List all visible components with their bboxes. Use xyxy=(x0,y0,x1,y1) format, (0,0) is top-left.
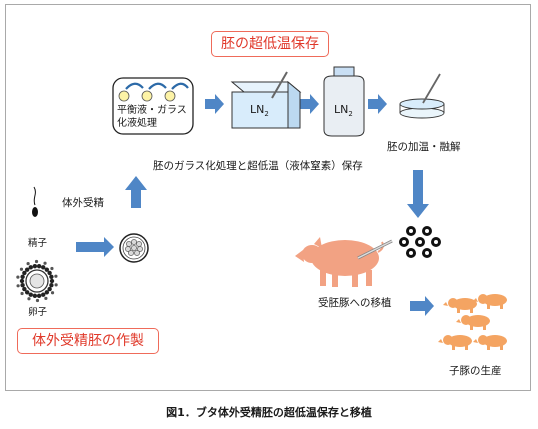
equilibration-dish-illustration xyxy=(112,77,194,135)
sperm-illustration xyxy=(32,186,38,217)
embryo-illustration xyxy=(119,233,149,263)
ln2-tank-sub: 2 xyxy=(348,110,353,119)
recipient-pig-illustration xyxy=(295,237,393,287)
equilibration-label: 平衡液・ガラス化液処理 xyxy=(117,105,187,129)
egg-label: 卵子 xyxy=(28,307,48,318)
transferred-embryos-illustration xyxy=(399,226,441,258)
fertilization-label: 体外受精 xyxy=(62,197,104,209)
figure-frame xyxy=(5,4,531,391)
transfer-label: 受胚豚への移植 xyxy=(318,297,392,309)
figure-caption: 図1．ブタ体外受精胚の超低温保存と移植 xyxy=(166,406,372,419)
ivf-embryo-title: 体外受精胚の作製 xyxy=(17,328,159,354)
ln2-bath-label: LN2 xyxy=(250,103,269,118)
vitrification-storage-label: 胚のガラス化処理と超低温（液体窒素）保存 xyxy=(153,160,363,172)
process-arrows xyxy=(76,94,434,316)
arrow-to-ln2-tank xyxy=(300,94,319,114)
warming-label: 胚の加温・融解 xyxy=(387,141,461,153)
ln2-bath-illustration xyxy=(230,71,302,129)
sperm-label: 精子 xyxy=(28,238,48,249)
arrow-down-to-transfer xyxy=(407,170,429,218)
warming-dish-illustration xyxy=(399,73,445,119)
ln2-bath-text: LN xyxy=(250,103,265,116)
arrow-to-embryo xyxy=(76,237,114,257)
ln2-bath-sub: 2 xyxy=(264,110,269,119)
arrow-to-warming-dish xyxy=(368,94,387,114)
arrow-to-piglets xyxy=(410,296,434,316)
piglets-label: 子豚の生産 xyxy=(449,365,502,377)
arrow-to-ln2-bath xyxy=(205,94,224,114)
egg-illustration xyxy=(16,259,58,303)
ln2-tank-label: LN2 xyxy=(334,103,353,118)
ln2-tank-illustration xyxy=(323,66,365,137)
cryopreservation-title: 胚の超低温保存 xyxy=(211,31,329,57)
piglets-illustration xyxy=(438,294,507,350)
arrow-up-to-storage xyxy=(125,176,147,208)
ln2-tank-text: LN xyxy=(334,103,349,116)
